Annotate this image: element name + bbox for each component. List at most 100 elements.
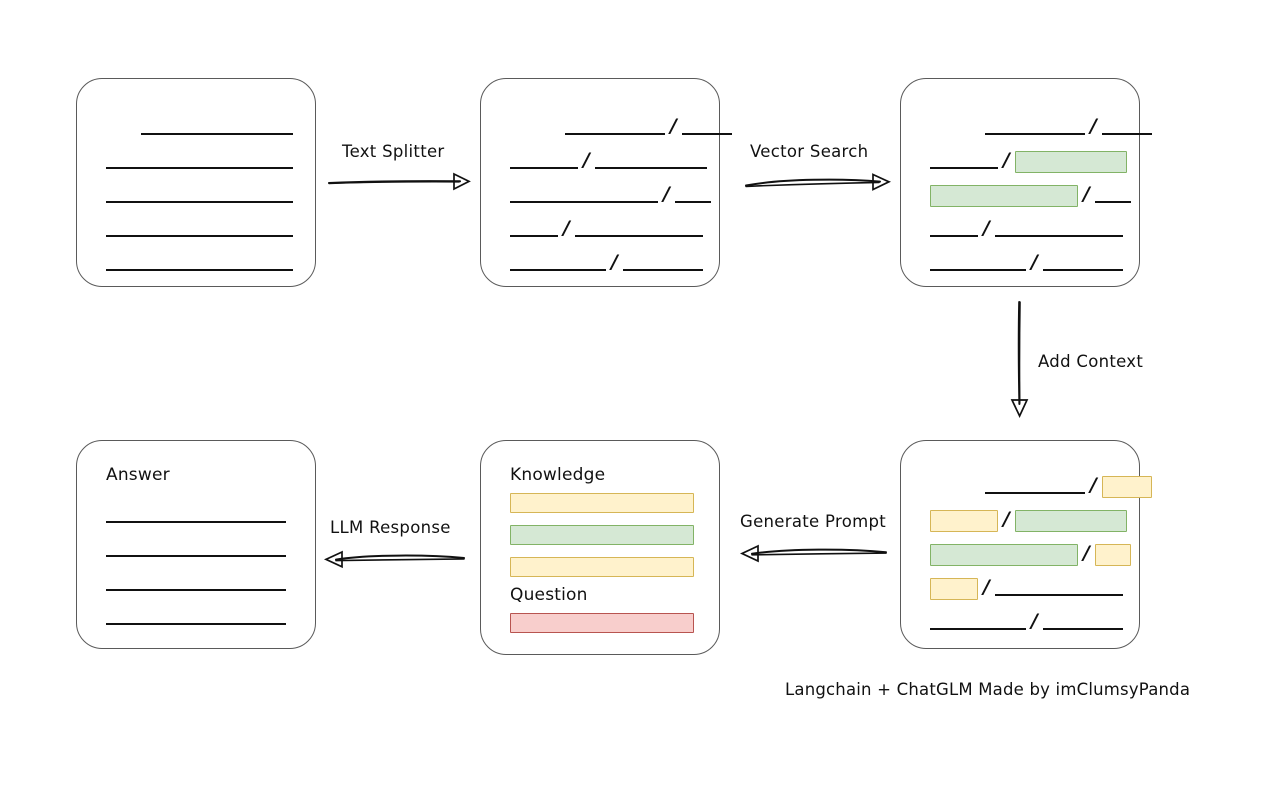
highlight-chip-green [930, 544, 1078, 566]
edge-vector-search-label: Vector Search [750, 142, 869, 161]
edge-generate-prompt-label: Generate Prompt [740, 512, 886, 531]
split-text-line: / [510, 218, 703, 241]
text-line-segment [985, 121, 1085, 135]
knowledge-bar-green [510, 525, 694, 545]
edge-vector-search: Vector Search [744, 142, 894, 202]
text-line-segment [594, 155, 707, 169]
split-text-line: / [510, 250, 703, 275]
slash-separator: / [1031, 609, 1038, 632]
split-text-line: / [510, 148, 707, 173]
text-line [106, 151, 293, 173]
edge-llm-response: LLM Response [322, 518, 466, 578]
split-text-line: / [930, 182, 1131, 207]
slash-separator: / [1090, 473, 1097, 496]
split-text-line: / [930, 575, 1123, 600]
text-line [106, 607, 286, 629]
text-line [106, 573, 286, 595]
text-line-segment [994, 223, 1123, 237]
text-line-segment [510, 189, 658, 203]
text-line-segment [985, 480, 1085, 494]
vector-hits-rows: / / / / / [901, 79, 1152, 286]
text-line-segment [574, 223, 703, 237]
knowledge-bar-yellow [510, 493, 694, 513]
text-line-segment [106, 577, 286, 591]
slash-separator: / [983, 216, 990, 239]
text-line [106, 253, 293, 275]
split-text-line: / [985, 116, 1152, 139]
slash-separator: / [583, 148, 590, 171]
node-vector-hits-document[interactable]: / / / / / [900, 78, 1152, 287]
edge-generate-prompt-arrow [739, 544, 887, 563]
node-split-document[interactable]: / / / / / [480, 78, 732, 287]
text-line-segment [674, 189, 711, 203]
highlight-chip-yellow [930, 510, 998, 532]
split-text-line: / [930, 216, 1123, 241]
prompt-question-label: Question [510, 585, 588, 605]
prompt-knowledge-label: Knowledge [510, 465, 606, 485]
edge-vector-search-arrow [745, 173, 892, 191]
text-line-segment [106, 155, 293, 169]
node-answer[interactable]: Answer [76, 440, 316, 649]
slash-separator: / [983, 575, 990, 598]
split-text-line: / [930, 507, 1127, 532]
text-line-segment [106, 509, 286, 523]
highlight-chip-green [1014, 510, 1127, 532]
answer-body: Answer [77, 441, 315, 648]
text-line-segment [565, 121, 665, 135]
text-line-segment [1042, 257, 1123, 271]
text-line-segment [994, 582, 1123, 596]
text-line-segment [106, 543, 286, 557]
slash-separator: / [611, 250, 618, 273]
knowledge-bar-yellow [510, 557, 694, 577]
node-source-document[interactable] [76, 78, 316, 287]
highlight-chip-green [930, 185, 1078, 207]
split-text-line: / [930, 609, 1123, 634]
text-line [106, 539, 286, 561]
split-document-rows: / / / / / [481, 79, 732, 286]
text-line-segment [930, 257, 1026, 271]
text-line-segment [510, 257, 606, 271]
split-text-line: / [510, 182, 711, 207]
edge-llm-response-arrow [323, 550, 465, 569]
edge-text-splitter-arrow [327, 172, 471, 191]
text-line [106, 219, 293, 241]
text-line-segment [1042, 616, 1123, 630]
highlight-chip-yellow [1101, 476, 1152, 498]
highlight-chip-yellow [1094, 544, 1131, 566]
slash-separator: / [1083, 541, 1090, 564]
answer-label: Answer [106, 465, 170, 485]
text-line-segment [106, 223, 293, 237]
text-line-segment [1094, 189, 1131, 203]
text-line-segment [930, 155, 998, 169]
source-document-lines [77, 79, 315, 286]
slash-separator: / [670, 114, 677, 137]
split-text-line: / [930, 252, 1123, 275]
slash-separator: / [1083, 182, 1090, 205]
text-line [106, 185, 293, 207]
highlight-chip-green [1014, 151, 1127, 173]
slash-separator: / [1003, 507, 1010, 530]
text-line-segment [1101, 121, 1152, 135]
edge-add-context: Add Context [1000, 300, 1160, 420]
context-document-rows: / / / / / [901, 441, 1152, 648]
text-line [141, 117, 293, 139]
text-line-segment [930, 223, 978, 237]
text-line [106, 505, 286, 527]
split-text-line: / [930, 150, 1127, 173]
node-context-document[interactable]: / / / / / [900, 440, 1152, 649]
text-line-segment [510, 223, 558, 237]
text-line-segment [622, 257, 703, 271]
edge-add-context-arrow [1010, 301, 1029, 419]
edge-text-splitter: Text Splitter [327, 142, 474, 202]
question-bar-red [510, 613, 694, 633]
prompt-body: Knowledge Question [481, 441, 719, 654]
text-line-segment [106, 257, 293, 271]
footer-credit: Langchain + ChatGLM Made by imClumsyPand… [785, 680, 1191, 699]
slash-separator: / [663, 182, 670, 205]
node-prompt[interactable]: Knowledge Question [480, 440, 720, 655]
edge-text-splitter-label: Text Splitter [342, 142, 445, 161]
text-line-segment [681, 121, 732, 135]
edge-add-context-label: Add Context [1038, 352, 1144, 371]
split-text-line: / [565, 114, 732, 139]
highlight-chip-yellow [930, 578, 978, 600]
